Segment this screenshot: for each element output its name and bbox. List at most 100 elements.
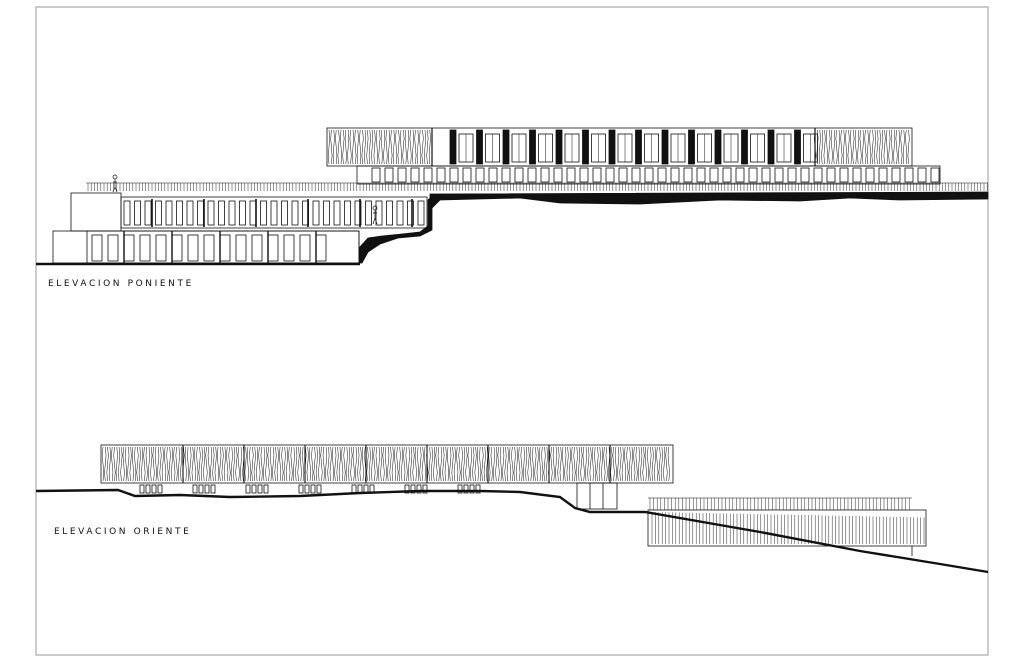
screen-blade [472, 446, 475, 482]
screen-blade [458, 446, 461, 482]
screen-blade [658, 446, 661, 482]
window-frame [722, 167, 732, 183]
screen-blade [138, 446, 141, 482]
screen-blade [387, 446, 390, 482]
east-lower-railing [648, 497, 912, 510]
screen-blade [614, 446, 617, 482]
window-frame [107, 234, 119, 262]
screen-panel [582, 129, 589, 165]
screen-blade [412, 129, 414, 165]
window-frame [449, 167, 459, 183]
window-frame [145, 484, 151, 494]
screen-blade [878, 129, 881, 165]
screen-blade [640, 446, 643, 482]
screen-panel [767, 129, 775, 165]
screen-blade [905, 129, 908, 165]
window-frame [396, 200, 404, 226]
window-frame [291, 200, 299, 226]
screen-blade [125, 446, 127, 482]
screen-blade [175, 446, 178, 482]
screen-blade [610, 446, 613, 482]
screen-blade [474, 446, 477, 482]
window-frame [631, 167, 641, 183]
screen-blade [421, 446, 424, 482]
screen-blade [479, 446, 482, 482]
window-frame [210, 484, 216, 494]
screen-blade [230, 446, 233, 482]
screen-panel [608, 129, 616, 165]
screen-blade [575, 446, 578, 482]
screen-blade [407, 129, 410, 165]
window-frame [787, 167, 797, 183]
screen-blade [327, 446, 330, 482]
window-frame [144, 200, 152, 226]
screen-blade [371, 446, 374, 482]
west-elevation-title: ELEVACION PONIENTE [48, 279, 194, 289]
screen-blade [828, 129, 831, 165]
screen-blade [217, 446, 219, 482]
screen-blade [228, 446, 231, 482]
east-elevation [35, 444, 989, 574]
window-frame [469, 484, 475, 494]
screen-blade [166, 446, 169, 482]
window-frame [263, 484, 269, 494]
screen-blade [453, 446, 456, 482]
screen-blade [368, 446, 371, 482]
screen-blade [516, 446, 518, 482]
screen-blade [143, 446, 146, 482]
window-frame [157, 484, 163, 494]
screen-blade [118, 446, 121, 482]
window-frame [139, 484, 145, 494]
window-frame [123, 234, 135, 262]
scale-figure [372, 205, 378, 225]
screen-blade [269, 446, 272, 482]
screen-blade [203, 446, 206, 482]
screen-blade [357, 446, 360, 482]
screen-blade [568, 446, 571, 482]
window-frame [618, 167, 628, 183]
screen-blade [223, 446, 226, 482]
screen-panel [635, 129, 642, 165]
window-frame [312, 200, 320, 226]
screen-blade [589, 446, 592, 482]
window-frame [260, 200, 267, 226]
screen-blade [258, 446, 261, 482]
screen-blade [383, 129, 386, 165]
screen-blade [171, 446, 173, 482]
screen-blade [424, 446, 426, 482]
screen-panel [661, 129, 669, 165]
screen-blade [598, 446, 601, 482]
screen-blade [833, 129, 836, 165]
screen-blade [428, 446, 431, 482]
screen-blade [525, 446, 528, 482]
window-frame [696, 167, 706, 183]
screen-blade [893, 129, 896, 165]
screen-blade [845, 129, 848, 165]
screen-blade [665, 446, 668, 482]
east-lower-louvers [651, 512, 925, 544]
window-frame [207, 200, 215, 226]
window-frame [333, 200, 341, 226]
screen-blade [129, 446, 132, 482]
west-elevation [36, 127, 989, 266]
screen-blade [342, 129, 345, 165]
window-frame [416, 484, 422, 494]
screen-blade [315, 446, 318, 482]
screen-blade [313, 446, 316, 482]
screen-blade [869, 129, 872, 165]
screen-blade [619, 446, 622, 482]
window-frame [251, 234, 263, 262]
screen-blade [435, 446, 438, 482]
screen-blade [354, 129, 357, 165]
window-frame [852, 167, 862, 183]
window-frame [354, 200, 362, 226]
screen-blade [854, 129, 857, 165]
screen-blade [451, 446, 454, 482]
screen-blade [371, 129, 374, 165]
screen-blade [385, 129, 388, 165]
screen-blade [361, 446, 364, 482]
window-frame [123, 200, 131, 226]
window-frame [310, 484, 316, 494]
screen-blade [328, 129, 330, 165]
screen-blade [350, 446, 353, 482]
